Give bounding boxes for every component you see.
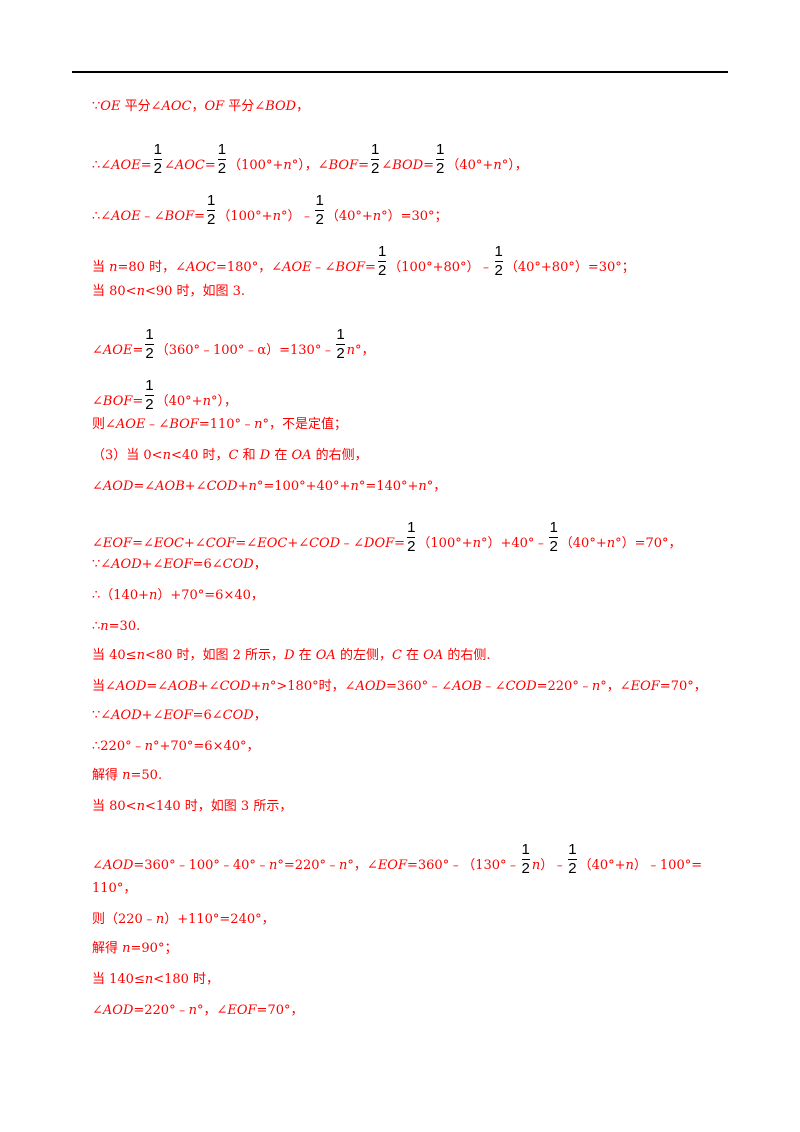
solution-line-13: ∴（140+n）+70°=6×40， xyxy=(92,588,264,603)
solution-line-10: ∠AOD=∠AOB+∠COD+n°=100°+40°+n°=140°+n°， xyxy=(92,479,447,494)
solution-line-18: ∴220°﹣n°+70°=6×40°， xyxy=(92,739,260,754)
solution-line-12: ∵∠AOD+∠EOF=6∠COD， xyxy=(92,557,267,572)
solution-line-25: 当 140≤n<180 时， xyxy=(92,972,220,987)
solution-line-14: ∴n=30. xyxy=(92,619,141,634)
solution-line-8: 则∠AOE﹣∠BOF=110°﹣n°，不是定值； xyxy=(92,417,347,432)
solution-line-9: （3）当 0<n<40 时，C 和 D 在 OA 的右侧， xyxy=(92,448,368,463)
solution-line-5: 当 80<n<90 时，如图 3. xyxy=(92,284,246,299)
solution-line-20: 当 80<n<140 时，如图 3 所示， xyxy=(92,799,293,814)
solution-line-15: 当 40≤n<80 时，如图 2 所示，D 在 OA 的左侧，C 在 OA 的右… xyxy=(92,648,491,663)
solution-line-17: ∵∠AOD+∠EOF=6∠COD， xyxy=(92,708,267,723)
solution-line-1: ∵OE 平分∠AOC，OF 平分∠BOD， xyxy=(92,99,310,114)
header-rule xyxy=(72,71,728,73)
solution-line-21: ∠AOD=360°﹣100°﹣40°﹣n°=220°﹣n°，∠EOF=360°﹣… xyxy=(92,841,703,877)
solution-line-16: 当∠AOD=∠AOB+∠COD+n°>180°时，∠AOD=360°﹣∠AOB﹣… xyxy=(92,679,707,694)
solution-line-23: 则（220﹣n）+110°=240°， xyxy=(92,912,275,927)
solution-line-26: ∠AOD=220°﹣n°，∠EOF=70°， xyxy=(92,1003,304,1018)
solution-line-24: 解得 n=90°； xyxy=(92,941,178,956)
solution-line-22: 110°， xyxy=(92,881,137,896)
solution-line-19: 解得 n=50. xyxy=(92,768,163,783)
